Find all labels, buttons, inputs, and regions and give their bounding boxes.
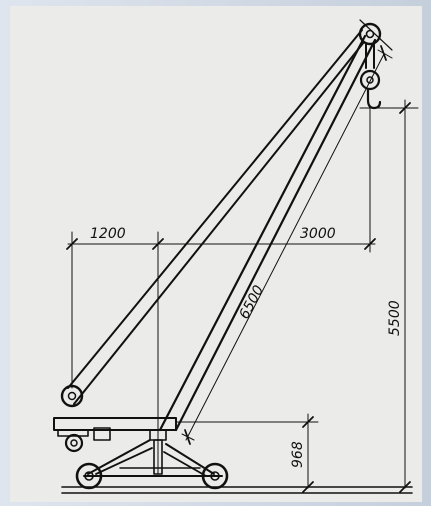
dimension-1200: 1200: [90, 226, 126, 242]
rail-lines: [61, 486, 413, 494]
hook-block: [359, 43, 382, 110]
dimension-5500: 5500: [387, 300, 403, 336]
tie-rods: [67, 29, 365, 405]
boom: [158, 34, 377, 432]
dimension-ticks: [66, 45, 411, 493]
dimension-3000: 3000: [300, 226, 336, 242]
dimension-968: 968: [290, 441, 306, 468]
dimension-lines: [67, 49, 419, 489]
head-pulley: [358, 19, 393, 51]
paper-sheet: [10, 6, 422, 502]
wheels: [75, 462, 229, 490]
